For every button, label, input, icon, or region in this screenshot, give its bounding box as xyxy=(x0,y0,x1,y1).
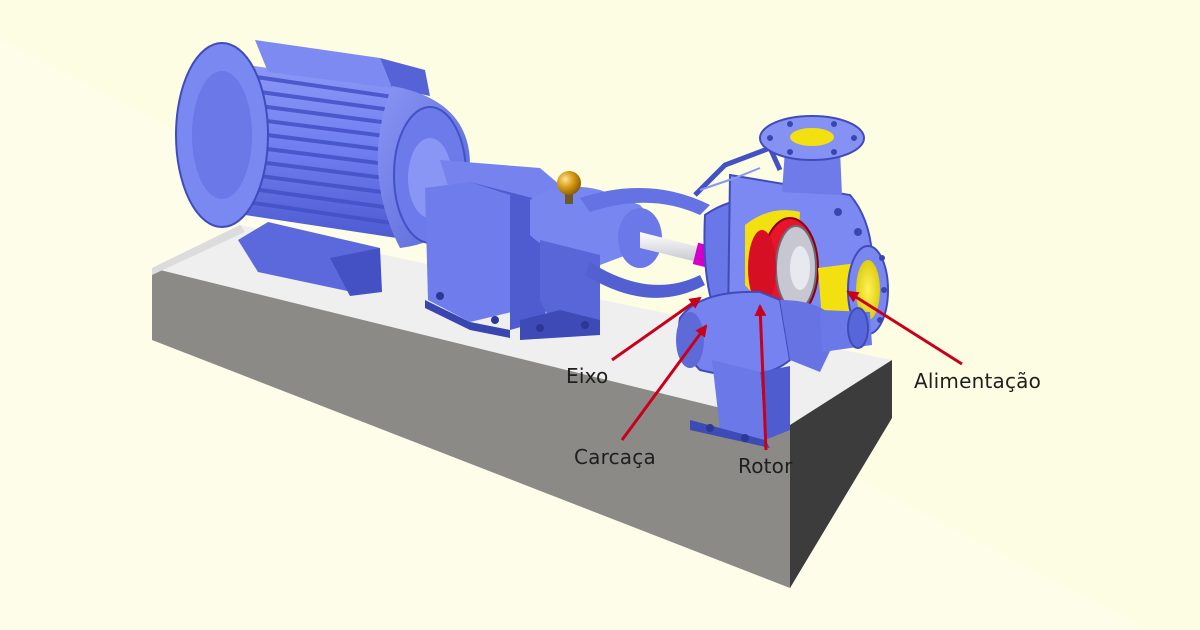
label-eixo: Eixo xyxy=(566,364,609,388)
callout-arrows xyxy=(611,290,963,451)
label-alimentacao: Alimentação xyxy=(914,369,1042,393)
label-rotor: Rotor xyxy=(738,454,793,478)
casing-front xyxy=(676,290,872,448)
label-carcaca: Carcaça xyxy=(574,445,656,469)
arrow-carcaca xyxy=(620,324,708,441)
arrow-eixo xyxy=(611,296,702,362)
discharge-nozzle xyxy=(759,115,865,195)
arrow-rotor xyxy=(754,304,768,451)
bearing-frame xyxy=(425,160,560,338)
oil-cap-icon xyxy=(557,171,581,195)
arrow-alimentacao xyxy=(846,290,963,366)
